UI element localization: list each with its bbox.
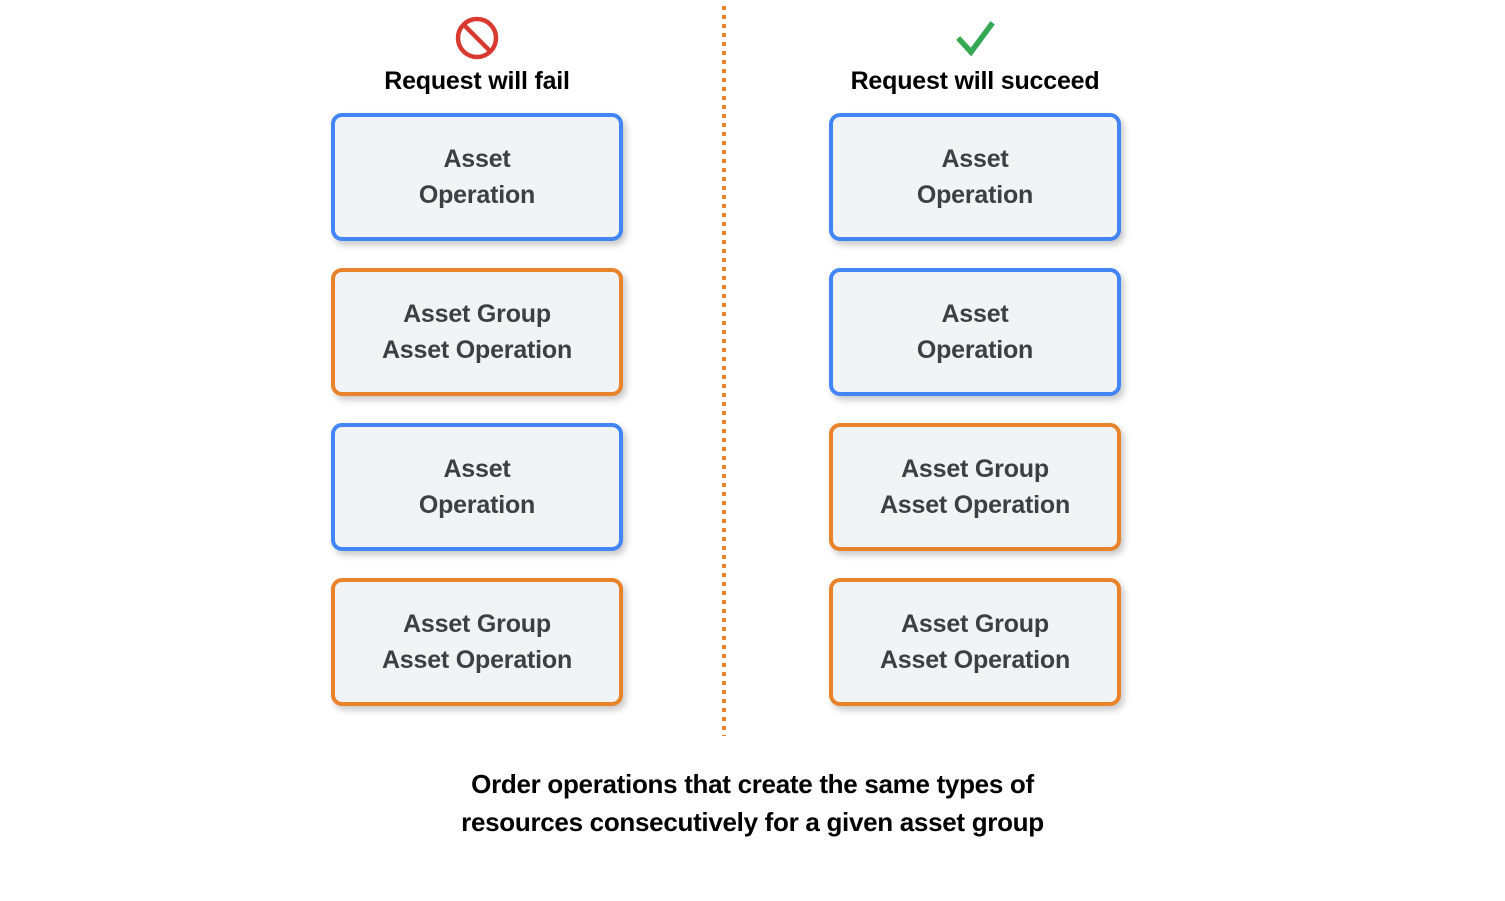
scenario-header-fail: Request will fail [297,14,657,96]
operation-box-asset-operation[interactable]: Asset Operation [331,423,623,551]
checkmark-icon [956,21,995,57]
operation-box-label: Asset Group Asset Operation [381,610,573,674]
operation-box-asset-group-asset-operation[interactable]: Asset Group Asset Operation [331,268,623,396]
operation-box-asset-group-asset-operation[interactable]: Asset Group Asset Operation [331,578,623,706]
operation-box-asset-operation[interactable]: Asset Operation [331,113,623,241]
scenario-header-succeed: Request will succeed [795,14,1155,96]
operation-box-label: Asset Group Asset Operation [381,300,573,364]
scenario-title-fail: Request will fail [384,67,570,95]
operation-box-label: Asset Operation [916,300,1034,364]
scenario-title-succeed: Request will succeed [850,67,1100,95]
operation-list-fail: Asset Operation Asset Group Asset Operat… [331,113,623,733]
prohibition-icon [455,16,499,60]
operation-box-label: Asset Group Asset Operation [879,455,1071,519]
operation-box-label: Asset Operation [418,455,536,519]
operation-box-asset-operation[interactable]: Asset Operation [829,113,1121,241]
column-separator [722,6,726,736]
operation-list-succeed: Asset Operation Asset Operation Asset Gr… [829,113,1121,733]
operation-box-label: Asset Operation [916,145,1034,209]
operation-box-label: Asset Operation [418,145,536,209]
operation-box-asset-operation[interactable]: Asset Operation [829,268,1121,396]
operation-box-asset-group-asset-operation[interactable]: Asset Group Asset Operation [829,578,1121,706]
operation-box-label: Asset Group Asset Operation [879,610,1071,674]
diagram-caption: Order operations that create the same ty… [461,769,1044,837]
operation-box-asset-group-asset-operation[interactable]: Asset Group Asset Operation [829,423,1121,551]
